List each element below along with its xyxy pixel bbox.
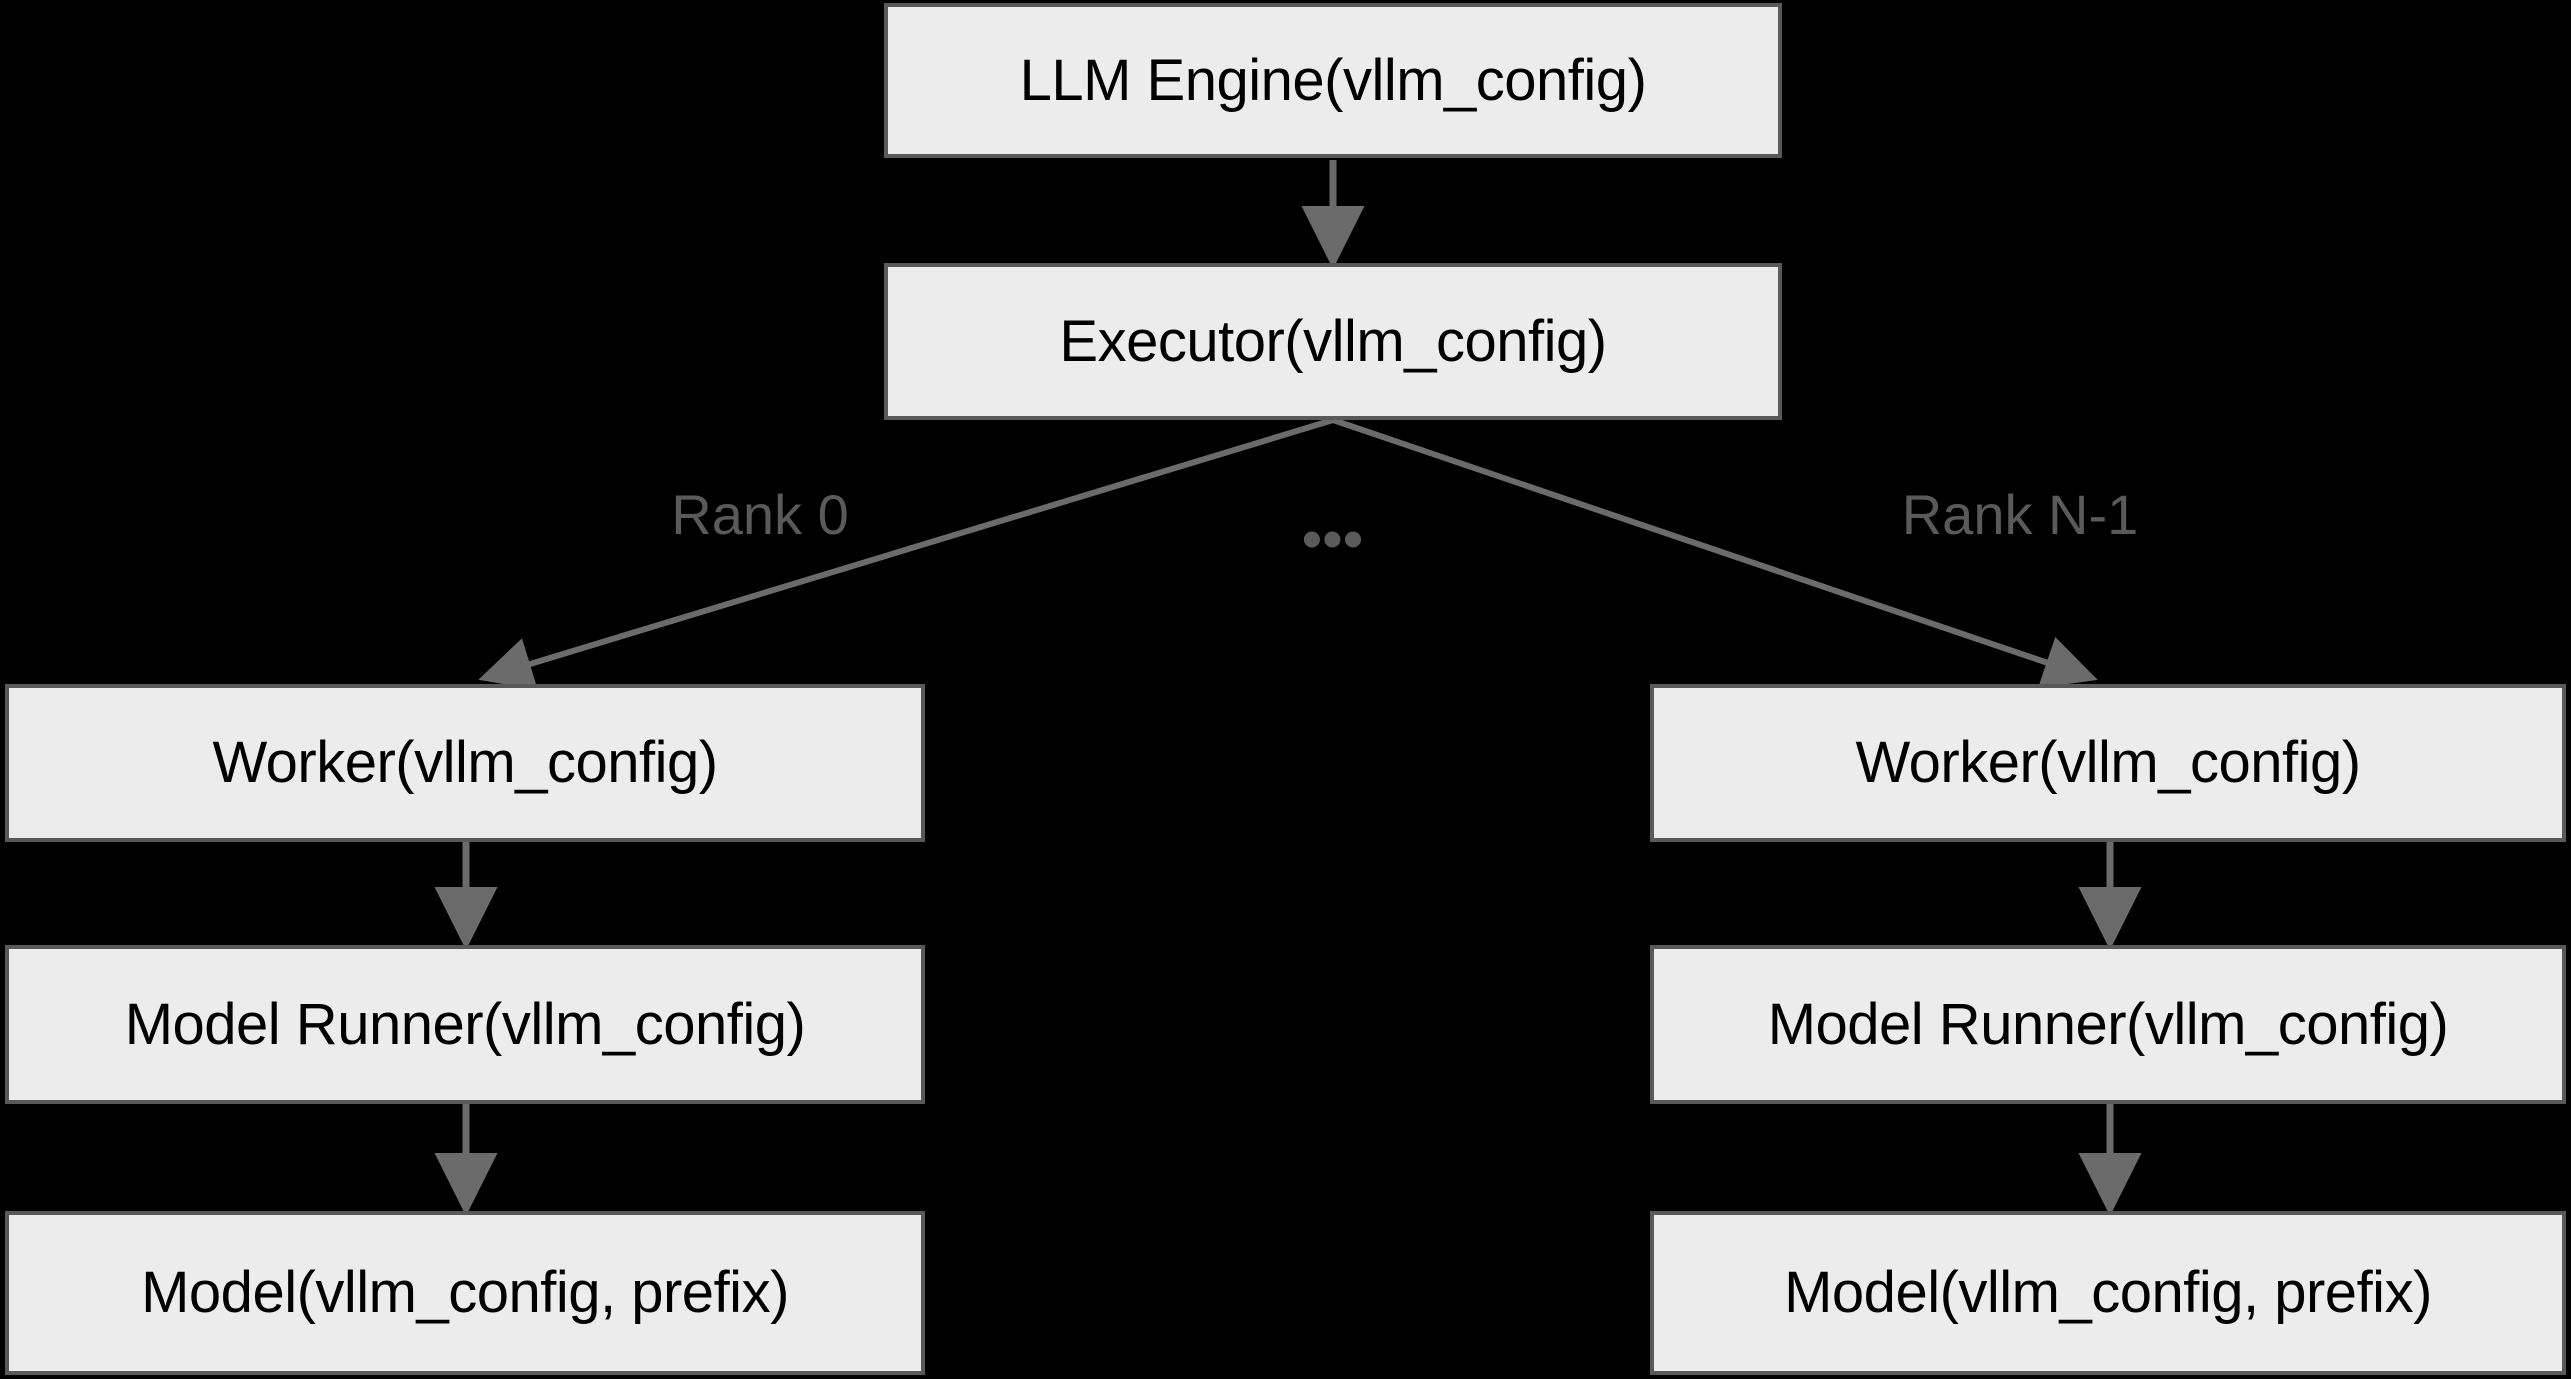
- node-model-rank-n-minus-1[interactable]: Model(vllm_config, prefix): [1650, 1211, 2566, 1375]
- node-llm-engine[interactable]: LLM Engine(vllm_config): [884, 3, 1782, 158]
- node-model-runner-rank-n-minus-1[interactable]: Model Runner(vllm_config): [1650, 945, 2566, 1104]
- node-worker-rank-0-label: Worker(vllm_config): [212, 730, 718, 796]
- node-executor[interactable]: Executor(vllm_config): [884, 263, 1782, 420]
- node-model-rank-0[interactable]: Model(vllm_config, prefix): [5, 1211, 925, 1375]
- edge-executor-to-worker-left: [478, 417, 1334, 690]
- edge-label-rank-ellipsis: •••: [1233, 511, 1433, 567]
- node-executor-label: Executor(vllm_config): [1059, 308, 1607, 374]
- node-model-rank-0-label: Model(vllm_config, prefix): [141, 1260, 789, 1326]
- node-model-rank-n-minus-1-label: Model(vllm_config, prefix): [1784, 1260, 2432, 1326]
- node-llm-engine-label: LLM Engine(vllm_config): [1019, 47, 1647, 113]
- edge-label-rank-n-minus-1-text: Rank N-1: [1901, 483, 2139, 546]
- edge-label-rank-ellipsis-text: •••: [1302, 507, 1364, 570]
- node-worker-rank-n-minus-1-label: Worker(vllm_config): [1855, 730, 2361, 796]
- edge-label-rank-0-text: Rank 0: [671, 483, 849, 546]
- edge-label-rank-0: Rank 0: [560, 482, 960, 547]
- node-model-runner-rank-0-label: Model Runner(vllm_config): [124, 991, 806, 1057]
- node-worker-rank-n-minus-1[interactable]: Worker(vllm_config): [1650, 684, 2566, 842]
- node-model-runner-rank-0[interactable]: Model Runner(vllm_config): [5, 945, 925, 1104]
- edge-executor-to-worker-right: [1332, 417, 2098, 689]
- node-worker-rank-0[interactable]: Worker(vllm_config): [5, 684, 925, 842]
- edge-label-rank-n-minus-1: Rank N-1: [1790, 482, 2250, 547]
- node-model-runner-rank-n-minus-1-label: Model Runner(vllm_config): [1767, 991, 2449, 1057]
